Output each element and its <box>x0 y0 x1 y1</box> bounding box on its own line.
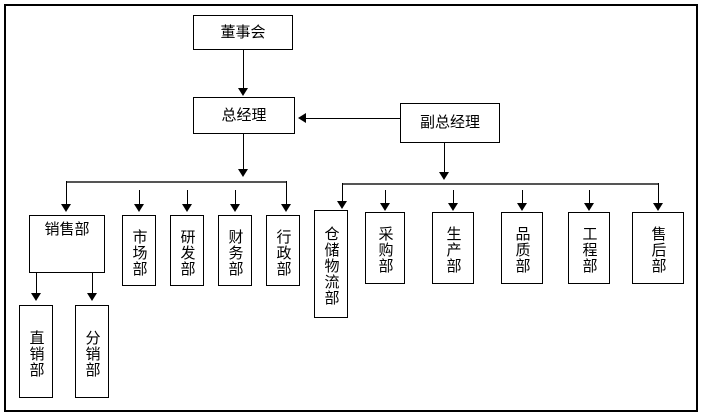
arrowhead-market-icon <box>134 204 144 212</box>
node-purchasing-department[interactable]: 采购部 <box>365 212 405 284</box>
node-label-sales-department: 销售部 <box>44 220 90 238</box>
bus-right-departments <box>342 183 658 185</box>
node-label-quality-department: 品质部 <box>513 226 532 274</box>
node-board-of-directors[interactable]: 董事会 <box>193 15 293 50</box>
arrowhead-quality-icon <box>517 203 527 211</box>
bus-left-drop-start <box>66 181 67 205</box>
bus-right-drop-end <box>658 183 659 204</box>
node-administration-department[interactable]: 行政部 <box>266 215 300 286</box>
arrowhead-production-icon <box>448 203 458 211</box>
node-distribution-department[interactable]: 分销部 <box>75 305 109 398</box>
bus-left-departments <box>66 181 287 183</box>
bus-left-drop-end <box>286 181 287 205</box>
node-finance-department[interactable]: 财务部 <box>218 215 252 286</box>
diagram-border <box>4 4 698 412</box>
arrowhead-sales-icon <box>61 204 71 212</box>
connector-bus-to-production <box>453 190 454 204</box>
node-label-marketing-department: 市场部 <box>130 228 149 277</box>
arrowhead-gm-to-left-bus-icon <box>238 169 248 177</box>
arrowhead-board-to-gm-icon <box>238 88 248 96</box>
connector-sales-to-direct <box>36 273 37 294</box>
node-warehouse-logistics-department[interactable]: 仓储物流部 <box>314 210 348 318</box>
node-label-production-department: 生产部 <box>444 226 463 274</box>
node-label-finance-department: 财务部 <box>226 228 245 277</box>
arrowhead-direct-sales-icon <box>31 293 41 301</box>
connector-bus-to-finance <box>235 190 236 205</box>
connector-gm-to-left-bus <box>243 134 244 170</box>
node-direct-sales-department[interactable]: 直销部 <box>19 305 53 398</box>
arrowhead-warehouse-icon <box>337 201 347 209</box>
connector-board-to-gm <box>243 50 244 89</box>
arrowhead-admin-icon <box>281 204 291 212</box>
node-label-rnd-department: 研发部 <box>178 228 197 277</box>
node-label-board-of-directors: 董事会 <box>220 22 266 41</box>
node-label-purchasing-department: 采购部 <box>376 226 395 274</box>
connector-sales-to-distribution <box>92 273 93 294</box>
arrowhead-finance-icon <box>230 204 240 212</box>
node-aftersales-department[interactable]: 售后部 <box>632 212 684 284</box>
arrowhead-engineering-icon <box>584 203 594 211</box>
node-general-manager[interactable]: 总经理 <box>193 97 295 134</box>
node-marketing-department[interactable]: 市场部 <box>122 215 156 286</box>
connector-bus-to-market <box>139 190 140 205</box>
node-label-deputy-general-manager: 副总经理 <box>419 113 480 132</box>
node-label-distribution-department: 分销部 <box>83 329 102 378</box>
connector-bus-to-quality <box>522 190 523 204</box>
arrowhead-purchasing-icon <box>380 203 390 211</box>
node-label-administration-department: 行政部 <box>274 228 293 277</box>
arrowhead-distribution-icon <box>87 293 97 301</box>
node-deputy-general-manager[interactable]: 副总经理 <box>400 103 500 143</box>
arrowhead-deputy-to-right-bus-icon <box>439 172 449 180</box>
node-rnd-department[interactable]: 研发部 <box>170 215 204 286</box>
node-label-aftersales-department: 售后部 <box>649 226 668 274</box>
node-label-engineering-department: 工程部 <box>580 226 599 274</box>
node-sales-department[interactable]: 销售部 <box>29 215 105 273</box>
arrowhead-aftersales-icon <box>653 203 663 211</box>
arrowhead-rnd-icon <box>182 204 192 212</box>
connector-bus-to-engineering <box>589 190 590 204</box>
arrowhead-deputy-to-gm-icon <box>298 113 306 123</box>
node-label-direct-sales-department: 直销部 <box>27 329 46 378</box>
connector-deputy-to-gm <box>306 118 400 119</box>
node-label-general-manager: 总经理 <box>221 105 267 124</box>
node-label-warehouse-logistics-department: 仓储物流部 <box>322 226 341 306</box>
node-quality-department[interactable]: 品质部 <box>501 212 543 284</box>
node-production-department[interactable]: 生产部 <box>432 212 474 284</box>
node-engineering-department[interactable]: 工程部 <box>568 212 610 284</box>
connector-deputy-to-right-bus <box>444 143 445 173</box>
connector-bus-to-purchasing <box>385 190 386 204</box>
connector-bus-to-rnd <box>187 190 188 205</box>
bus-right-drop-start <box>342 183 343 202</box>
